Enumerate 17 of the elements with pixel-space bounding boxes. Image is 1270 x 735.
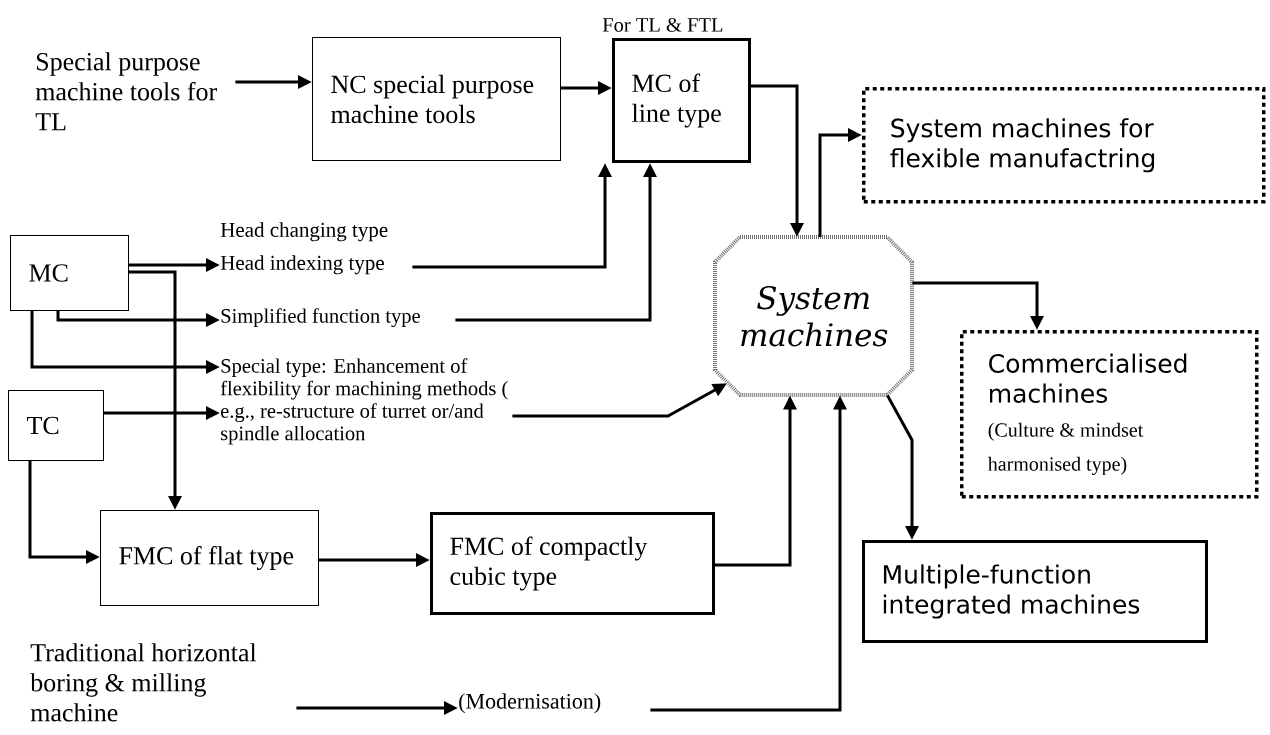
octagon-node: System machines <box>713 235 914 397</box>
text-label: Special type: Enhancement of flexibility for machining methods ( e.g., re-structure of turret or/and spindle allocation <box>220 358 508 445</box>
process-box: Multiple-function integrated machines <box>862 540 1208 643</box>
text-label: Special purpose machine tools for TL <box>35 52 217 131</box>
process-box: TC <box>8 390 104 461</box>
dotted-box: System machines for flexible manufactring <box>862 87 1266 204</box>
node-caption: For TL & FTL <box>602 17 723 32</box>
process-box: MC of line type <box>612 38 751 163</box>
text-label: Head changing type Head indexing type <box>220 222 388 275</box>
text-label: (Modernisation) <box>459 693 601 714</box>
text-label: Simplified function type <box>221 308 420 328</box>
process-box: FMC of compactly cubic type <box>430 512 715 615</box>
dotted-box: Commercialised machines (Culture & mindset harmonised type) <box>960 330 1259 499</box>
process-box: MC <box>10 235 129 311</box>
process-box: FMC of flat type <box>100 510 319 606</box>
process-box: NC special purpose machine tools <box>312 37 561 161</box>
text-label: Traditional horizontal boring & milling machine <box>30 643 257 722</box>
